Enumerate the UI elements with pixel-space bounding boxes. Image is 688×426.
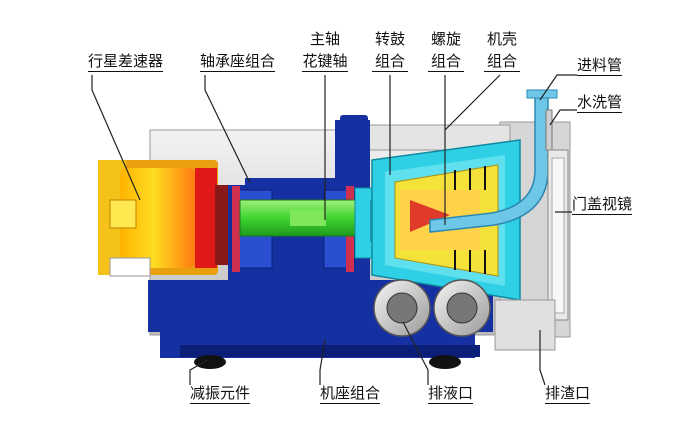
leader-lines: [91, 74, 577, 386]
label-planetary-gearbox: 行星差速器: [88, 52, 164, 72]
door-sight-glass: [547, 149, 569, 321]
label-drum-line2: 组合: [372, 52, 408, 72]
wash-pipe: [545, 109, 553, 151]
label-casing-line2: 组合: [484, 52, 520, 72]
label-solids-outlet: 排渣口: [545, 384, 591, 404]
label-wash-pipe: 水洗管: [577, 93, 623, 113]
label-door-sight-glass: 门盖视镜: [572, 195, 633, 215]
label-liquid-outlet: 排液口: [428, 384, 474, 404]
label-casing-line1: 机壳: [486, 30, 517, 48]
planetary-gearbox: [98, 160, 233, 277]
label-damper: 减振元件: [190, 384, 251, 404]
label-main-shaft-line2: 花键轴: [302, 52, 348, 72]
dampers: [194, 355, 461, 369]
label-bearing-housing: 轴承座组合: [200, 52, 276, 72]
label-base: 机座组合: [320, 384, 381, 404]
label-main-shaft-line1: 主轴: [309, 30, 340, 48]
label-drum-line1: 转鼓: [374, 30, 405, 48]
liquid-outlet-flanges: [373, 279, 491, 337]
label-screw-line2: 组合: [428, 52, 464, 72]
solids-outlet: [494, 299, 556, 351]
label-screw-line1: 螺旋: [430, 30, 461, 48]
label-feed-pipe: 进料管: [577, 56, 623, 76]
